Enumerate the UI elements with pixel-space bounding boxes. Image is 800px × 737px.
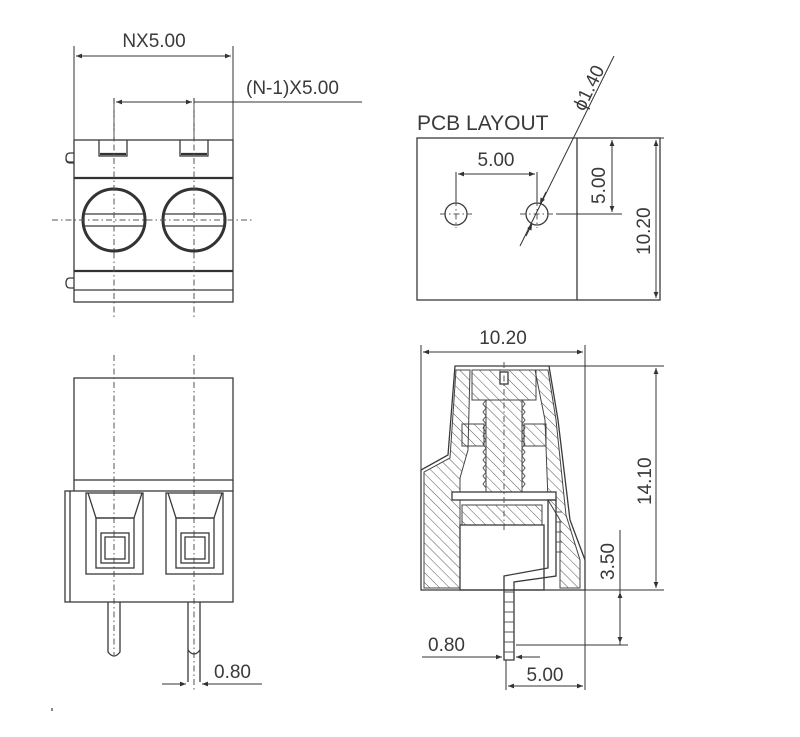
- dim-side-height: 14.10: [549, 365, 664, 591]
- top-body-outline: [73, 139, 234, 303]
- side-latch-top: [65, 152, 74, 164]
- housing-profile: [420, 365, 586, 591]
- dim-hole-diameter-label: ϕ1.40: [570, 62, 610, 114]
- dim-side-pin-width: 0.80: [422, 635, 540, 660]
- dim-front-pin-width-label: 0.80: [214, 662, 251, 683]
- dim-pitch: (N-1)X5.00: [113, 78, 362, 140]
- wire-opening-1: [85, 492, 144, 575]
- clamp-block: [461, 504, 543, 526]
- contact-pin: [503, 499, 557, 661]
- dim-overall-width-label: NX5.00: [122, 31, 185, 52]
- dim-side-pin-width-label: 0.80: [428, 635, 465, 656]
- pin-1: [107, 602, 121, 657]
- dim-hole-pitch-label: 5.00: [478, 150, 515, 171]
- dim-pin-length: 3.50: [516, 530, 628, 646]
- top-view: NX5.00 (N-1)X5.00: [52, 31, 362, 320]
- slot-1: [98, 140, 128, 157]
- stray-dot: [51, 708, 53, 711]
- wire-opening-2: [165, 492, 224, 575]
- side-section-view: 10.20 14.10: [420, 328, 664, 690]
- dim-pin-length-label: 3.50: [598, 543, 619, 580]
- pcb-hole-1: [440, 200, 472, 228]
- front-lower-body: [64, 490, 234, 603]
- dim-pcb-depth: 10.20: [634, 137, 664, 298]
- side-latch-bottom: [65, 277, 74, 289]
- pcb-layout-title: PCB LAYOUT: [417, 112, 549, 135]
- front-upper-body: [73, 377, 234, 481]
- dim-front-pin-width: 0.80: [162, 662, 262, 687]
- pin-2: [187, 602, 201, 682]
- front-view: 0.80: [64, 355, 262, 690]
- pcb-layout-view: PCB LAYOUT 5.00 ϕ1.40: [416, 55, 664, 301]
- pcb-hole-2: [520, 200, 554, 228]
- dim-side-height-label: 14.10: [635, 457, 656, 505]
- dim-overall-width: NX5.00: [73, 31, 234, 140]
- dim-pcb-depth-label: 10.20: [634, 207, 655, 255]
- slot-2: [179, 140, 209, 157]
- dim-pin-offset-label: 5.00: [527, 665, 564, 686]
- dim-side-width-label: 10.20: [479, 328, 527, 349]
- dim-pitch-label: (N-1)X5.00: [246, 78, 339, 99]
- dim-hole-diameter: ϕ1.40: [519, 55, 615, 247]
- dim-pin-offset: 5.00: [505, 590, 586, 690]
- dim-hole-offset-label: 5.00: [589, 167, 610, 204]
- pcb-outline: [416, 137, 661, 301]
- dim-hole-offset: 5.00: [556, 137, 622, 215]
- dim-hole-pitch: 5.00: [455, 150, 538, 202]
